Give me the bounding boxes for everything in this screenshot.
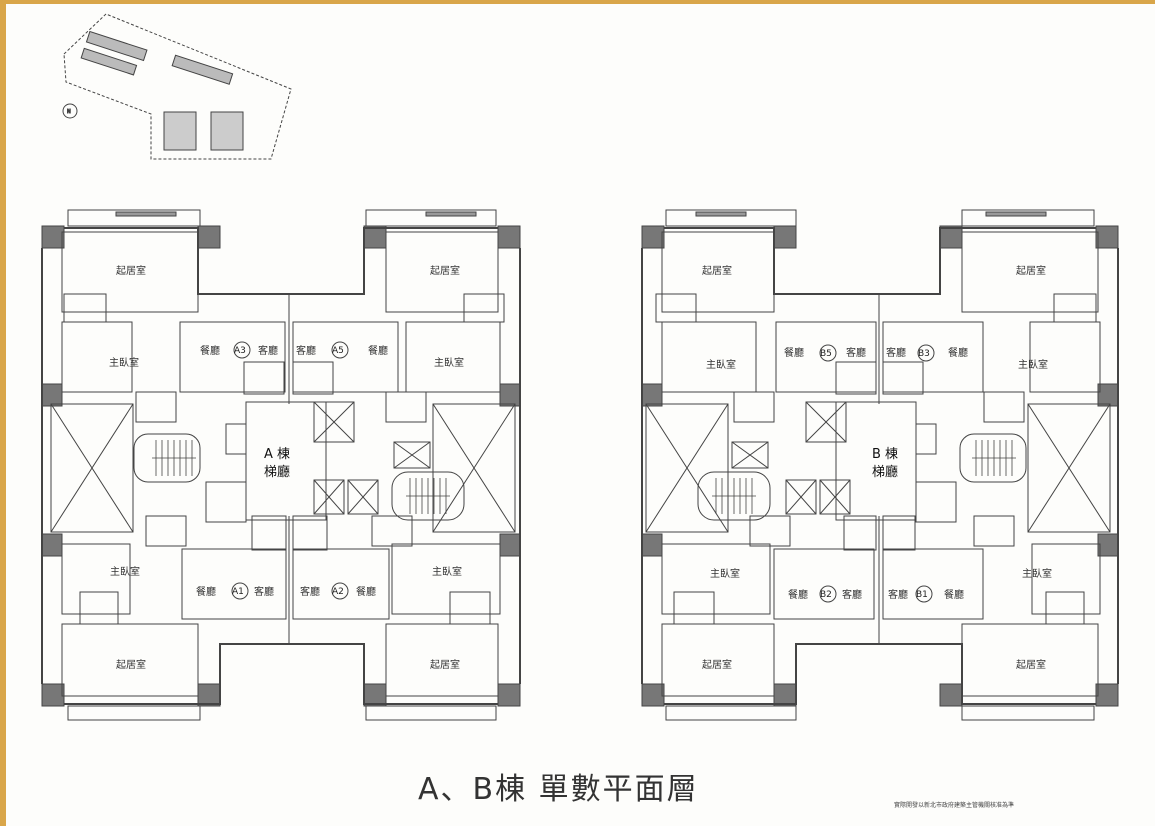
room-label: 餐廳 [200,344,220,357]
room-label: 餐廳 [788,588,808,601]
site-plan: N [62,13,292,160]
drawing-sheet: N [6,4,1155,826]
core-label: B 棟 [872,447,898,462]
room-label: 起居室 [116,264,146,277]
room-label: 餐廳 [356,585,376,598]
room-label: 起居室 [430,264,460,277]
room-label: 起居室 [430,658,460,671]
room-label: 起居室 [1016,658,1046,671]
building-b-labels: 起居室 起居室 起居室 起居室 主臥室 主臥室 主臥室 主臥室 餐廳 客廳 客廳… [702,264,1052,671]
room-label: 主臥室 [110,565,140,578]
unit-label: B1 [916,590,928,600]
room-label: 客廳 [846,346,866,359]
north-label: N [67,109,71,115]
building-b-plan [641,209,1119,721]
footnote: 實際開發以新北市政府建築主管機關核准為準 [894,802,1015,809]
core-label: A 棟 [264,447,290,462]
room-label: 主臥室 [109,356,139,369]
room-label: 主臥室 [1022,567,1052,580]
room-label: 客廳 [886,346,906,359]
unit-label: A3 [234,346,246,356]
room-label: 主臥室 [434,356,464,369]
room-label: 主臥室 [1018,358,1048,371]
page-title: A、B棟 單數平面層 [418,772,699,807]
building-a-plan [41,209,521,721]
room-label: 起居室 [1016,264,1046,277]
room-label: 主臥室 [710,567,740,580]
north-arrow-icon [62,103,78,119]
unit-label: A1 [232,587,244,597]
unit-label: A5 [332,346,344,356]
unit-label: B2 [820,590,832,600]
unit-label: A2 [332,587,344,597]
room-label: 客廳 [300,585,320,598]
room-label: 客廳 [254,585,274,598]
room-label: 客廳 [888,588,908,601]
room-label: 起居室 [116,658,146,671]
unit-label: B3 [918,349,930,359]
room-label: 客廳 [842,588,862,601]
room-label: 主臥室 [432,565,462,578]
room-label: 餐廳 [196,585,216,598]
unit-label: B5 [820,349,832,359]
room-label: 起居室 [702,658,732,671]
core-label: 梯廳 [872,464,898,480]
room-label: 主臥室 [706,358,736,371]
core-label: 梯廳 [264,464,290,480]
room-label: 餐廳 [944,588,964,601]
room-label: 客廳 [258,344,278,357]
room-label: 起居室 [702,264,732,277]
building-a-labels: 起居室 起居室 起居室 起居室 主臥室 主臥室 主臥室 主臥室 餐廳 客廳 客廳… [109,264,464,671]
room-label: 餐廳 [368,344,388,357]
room-label: 餐廳 [784,346,804,359]
room-label: 餐廳 [948,346,968,359]
floor-plan-drawing: N [41,13,1119,721]
room-label: 客廳 [296,344,316,357]
